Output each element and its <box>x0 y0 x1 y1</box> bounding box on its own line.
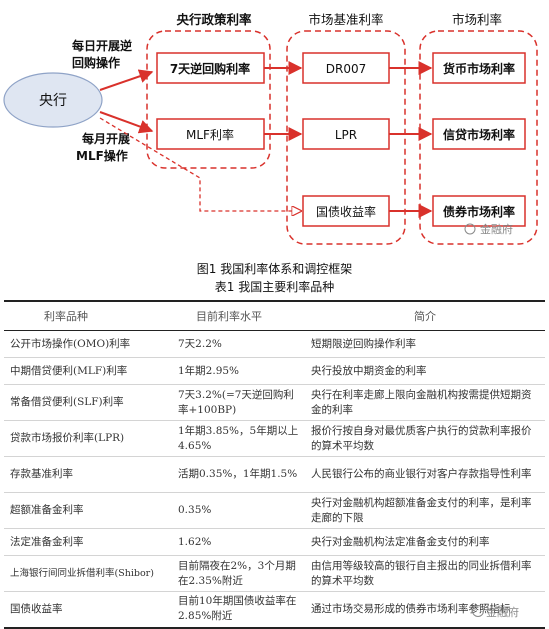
cell-rate-type: 国债收益率 <box>4 591 172 629</box>
node-credit-market-rate <box>432 118 526 150</box>
node-money-market-rate <box>432 52 526 84</box>
edge-label-monthly-line1: 每月开展 <box>82 131 130 146</box>
node-dr007-label: DR007 <box>326 62 366 76</box>
cell-rate-type: 存款基准利率 <box>4 456 172 493</box>
node-reverse-repo-rate <box>156 52 265 84</box>
cell-description: 报价行按自身对最优质客户执行的贷款利率报价的算术平均数 <box>305 420 545 457</box>
interest-rate-table: 利率品种 目前利率水平 简介 公开市场操作(OMO)利率 7天2.2% 短期限逆… <box>4 300 545 629</box>
edge-label-daily-line1: 每日开展逆 <box>72 38 132 53</box>
table-row: 中期借贷便利(MLF)利率 1年期2.95% 央行投放中期资金的利率 <box>4 357 545 385</box>
cell-description: 央行在利率走廊上限向金融机构按需提供短期资金的利率 <box>305 384 545 421</box>
arrow-cb-to-mlf <box>99 111 154 134</box>
cell-current-level: 1年期3.85%，5年期以上4.65% <box>172 420 305 457</box>
group-title-benchmark: 市场基准利率 <box>308 12 383 27</box>
cell-current-level: 7天2.2% <box>172 330 305 358</box>
cell-description: 由信用等级较高的银行自主报出的同业拆借利率的算术平均数 <box>305 555 545 592</box>
cell-description: 央行对金融机构超额准备金支付的利率，是利率走廊的下限 <box>305 492 545 529</box>
central-bank-label: 央行 <box>39 93 67 109</box>
cell-description: 人民银行公布的商业银行对客户存款指导性利率 <box>305 456 545 493</box>
watermark-text-table: 金融府 <box>486 606 519 619</box>
figure-caption: 图1 我国利率体系和调控框架 <box>196 262 353 276</box>
benchmark-rate-group <box>286 30 406 245</box>
header-rate-type: 利率品种 <box>4 300 172 331</box>
cell-current-level: 目前隔夜在2%，3个月期在2.35%附近 <box>172 555 305 592</box>
node-mlf-rate-label: MLF利率 <box>186 127 234 142</box>
cell-current-level: 1年期2.95% <box>172 357 305 385</box>
cell-current-level: 0.35% <box>172 492 305 529</box>
table-row: 存款基准利率 活期0.35%，1年期1.5% 人民银行公布的商业银行对客户存款指… <box>4 456 545 493</box>
node-reverse-repo-rate-label: 7天逆回购利率 <box>170 61 250 76</box>
table-row: 贷款市场报价利率(LPR) 1年期3.85%，5年期以上4.65% 报价行按自身… <box>4 420 545 457</box>
cell-description: 短期限逆回购操作利率 <box>305 330 545 358</box>
watermark-logo-icon <box>464 223 476 235</box>
node-bond-market-rate-label: 债券市场利率 <box>443 204 515 219</box>
node-credit-market-rate-label: 信贷市场利率 <box>443 127 515 142</box>
watermark-table: 金融府 <box>472 604 519 620</box>
node-money-market-rate-label: 货币市场利率 <box>443 61 515 76</box>
cell-rate-type: 上海银行间同业拆借利率(Shibor) <box>4 555 172 592</box>
watermark-text-diagram: 金融府 <box>480 222 513 236</box>
group-title-policy: 央行政策利率 <box>176 12 252 27</box>
node-bond-market-rate <box>432 195 526 227</box>
node-mlf-rate <box>156 118 265 150</box>
node-treasury-yield-label: 国债收益率 <box>316 204 376 219</box>
table-caption: 表1 我国主要利率品种 <box>214 280 335 294</box>
header-description: 简介 <box>305 300 545 331</box>
cell-rate-type: 法定准备金利率 <box>4 528 172 556</box>
cell-description: 央行投放中期资金的利率 <box>305 357 545 385</box>
table-row: 公开市场操作(OMO)利率 7天2.2% 短期限逆回购操作利率 <box>4 330 545 358</box>
cell-rate-type: 贷款市场报价利率(LPR) <box>4 420 172 457</box>
edge-label-monthly-line2: MLF操作 <box>76 148 128 163</box>
edge-label-daily-line2: 回购操作 <box>72 55 120 70</box>
policy-rate-group <box>146 30 271 169</box>
cell-rate-type: 常备借贷便利(SLF)利率 <box>4 384 172 421</box>
cell-rate-type: 公开市场操作(OMO)利率 <box>4 330 172 358</box>
interest-rate-framework-diagram: 央行政策利率 市场基准利率 市场利率 央行 每日开展逆 回购操作 每月开展 ML… <box>3 12 538 245</box>
cell-current-level: 活期0.35%，1年期1.5% <box>172 456 305 493</box>
table-row: 上海银行间同业拆借利率(Shibor) 目前隔夜在2%，3个月期在2.35%附近… <box>4 555 545 592</box>
central-bank-node <box>3 72 103 128</box>
cell-rate-type: 超额准备金利率 <box>4 492 172 529</box>
table-header-row: 利率品种 目前利率水平 简介 <box>4 300 545 331</box>
table-row: 法定准备金利率 1.62% 央行对金融机构法定准备金支付的利率 <box>4 528 545 556</box>
cell-rate-type: 中期借贷便利(MLF)利率 <box>4 357 172 385</box>
header-current-level: 目前利率水平 <box>172 300 305 331</box>
table-row: 超额准备金利率 0.35% 央行对金融机构超额准备金支付的利率，是利率走廊的下限 <box>4 492 545 529</box>
node-lpr-label: LPR <box>335 128 357 142</box>
cell-current-level: 1.62% <box>172 528 305 556</box>
table-row: 国债收益率 目前10年期国债收益率在2.85%附近 通过市场交易形成的债券市场利… <box>4 591 545 629</box>
cell-description: 央行对金融机构法定准备金支付的利率 <box>305 528 545 556</box>
cell-current-level: 目前10年期国债收益率在2.85%附近 <box>172 591 305 629</box>
arrow-cb-to-reverse-repo <box>99 69 154 91</box>
group-title-market: 市场利率 <box>452 12 502 27</box>
cell-current-level: 7天3.2%(=7天逆回购利率+100BP) <box>172 384 305 421</box>
arrow-cb-to-treasury-yield <box>99 117 301 211</box>
watermark-logo-icon <box>472 605 484 617</box>
table-row: 常备借贷便利(SLF)利率 7天3.2%(=7天逆回购利率+100BP) 央行在… <box>4 384 545 421</box>
